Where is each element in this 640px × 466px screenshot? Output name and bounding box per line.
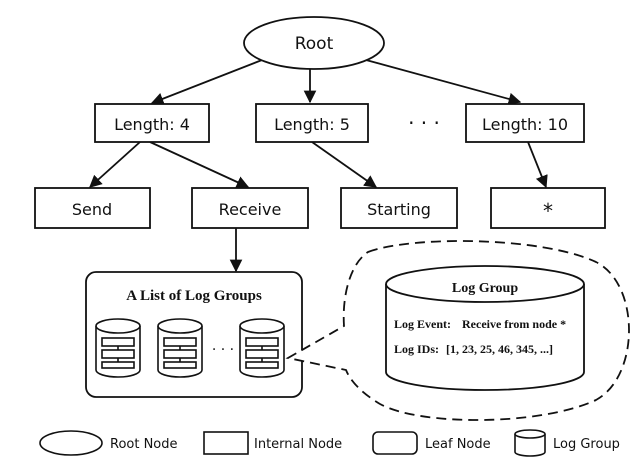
- internal-node-length5-label: Length: 5: [274, 115, 350, 134]
- root-node: [243, 16, 385, 70]
- internal-node-length5: [255, 103, 369, 143]
- internal-node-length10: [465, 103, 585, 143]
- log-group-cylinder-1: [95, 318, 141, 378]
- internal-node-length4: [94, 103, 210, 143]
- log-group-cylinder-2: [157, 318, 203, 378]
- leaf-node-receive-label: Receive: [219, 200, 282, 219]
- edge-length4-receive: [149, 141, 250, 188]
- legend-leaf-node-label: Leaf Node: [425, 437, 491, 452]
- leaf-node-star-label: *: [543, 199, 553, 223]
- log-ids-label: Log IDs:: [394, 342, 439, 356]
- edge-length10-star: [527, 141, 548, 189]
- log-group-detail-title: Log Group: [452, 281, 518, 296]
- log-groups-panel-title: A List of Log Groups: [126, 288, 262, 304]
- edge-root-length4: [150, 59, 263, 105]
- log-event-value: Receive from node *: [462, 317, 566, 331]
- legend-leaf-node-shape: [372, 431, 418, 455]
- edge-root-length10: [365, 59, 522, 106]
- legend-root-node-shape: [39, 430, 103, 456]
- legend-internal-node-shape: [203, 431, 249, 455]
- log-ids-value: [1, 23, 25, 46, 345, ...]: [446, 342, 553, 356]
- log-group-cylinder-3: [239, 318, 285, 378]
- log-event-label: Log Event:: [394, 317, 451, 331]
- legend-log-group-label: Log Group: [553, 437, 620, 452]
- leaf-node-send-label: Send: [72, 200, 112, 219]
- internal-node-length4-label: Length: 4: [114, 115, 190, 134]
- legend: Root Node Internal Node Leaf Node Log Gr…: [39, 429, 620, 457]
- internal-node-ellipsis: · · ·: [408, 111, 440, 135]
- edge-length5-starting: [311, 141, 378, 188]
- legend-internal-node-label: Internal Node: [254, 437, 342, 452]
- tree-edges: [89, 59, 548, 273]
- log-group-detail: [385, 265, 585, 391]
- root-node-label: Root: [295, 34, 334, 54]
- legend-root-node-label: Root Node: [110, 437, 178, 452]
- leaf-node-starting: [340, 187, 458, 229]
- internal-node-length10-label: Length: 10: [482, 115, 568, 134]
- edge-length4-send: [89, 141, 141, 188]
- legend-log-group-shape: [514, 429, 546, 457]
- leaf-node-send: [34, 187, 151, 229]
- leaf-node-receive: [191, 187, 309, 229]
- leaf-node-star: [490, 187, 606, 229]
- leaf-node-starting-label: Starting: [367, 200, 431, 219]
- log-groups-dots: · · ·: [212, 342, 234, 358]
